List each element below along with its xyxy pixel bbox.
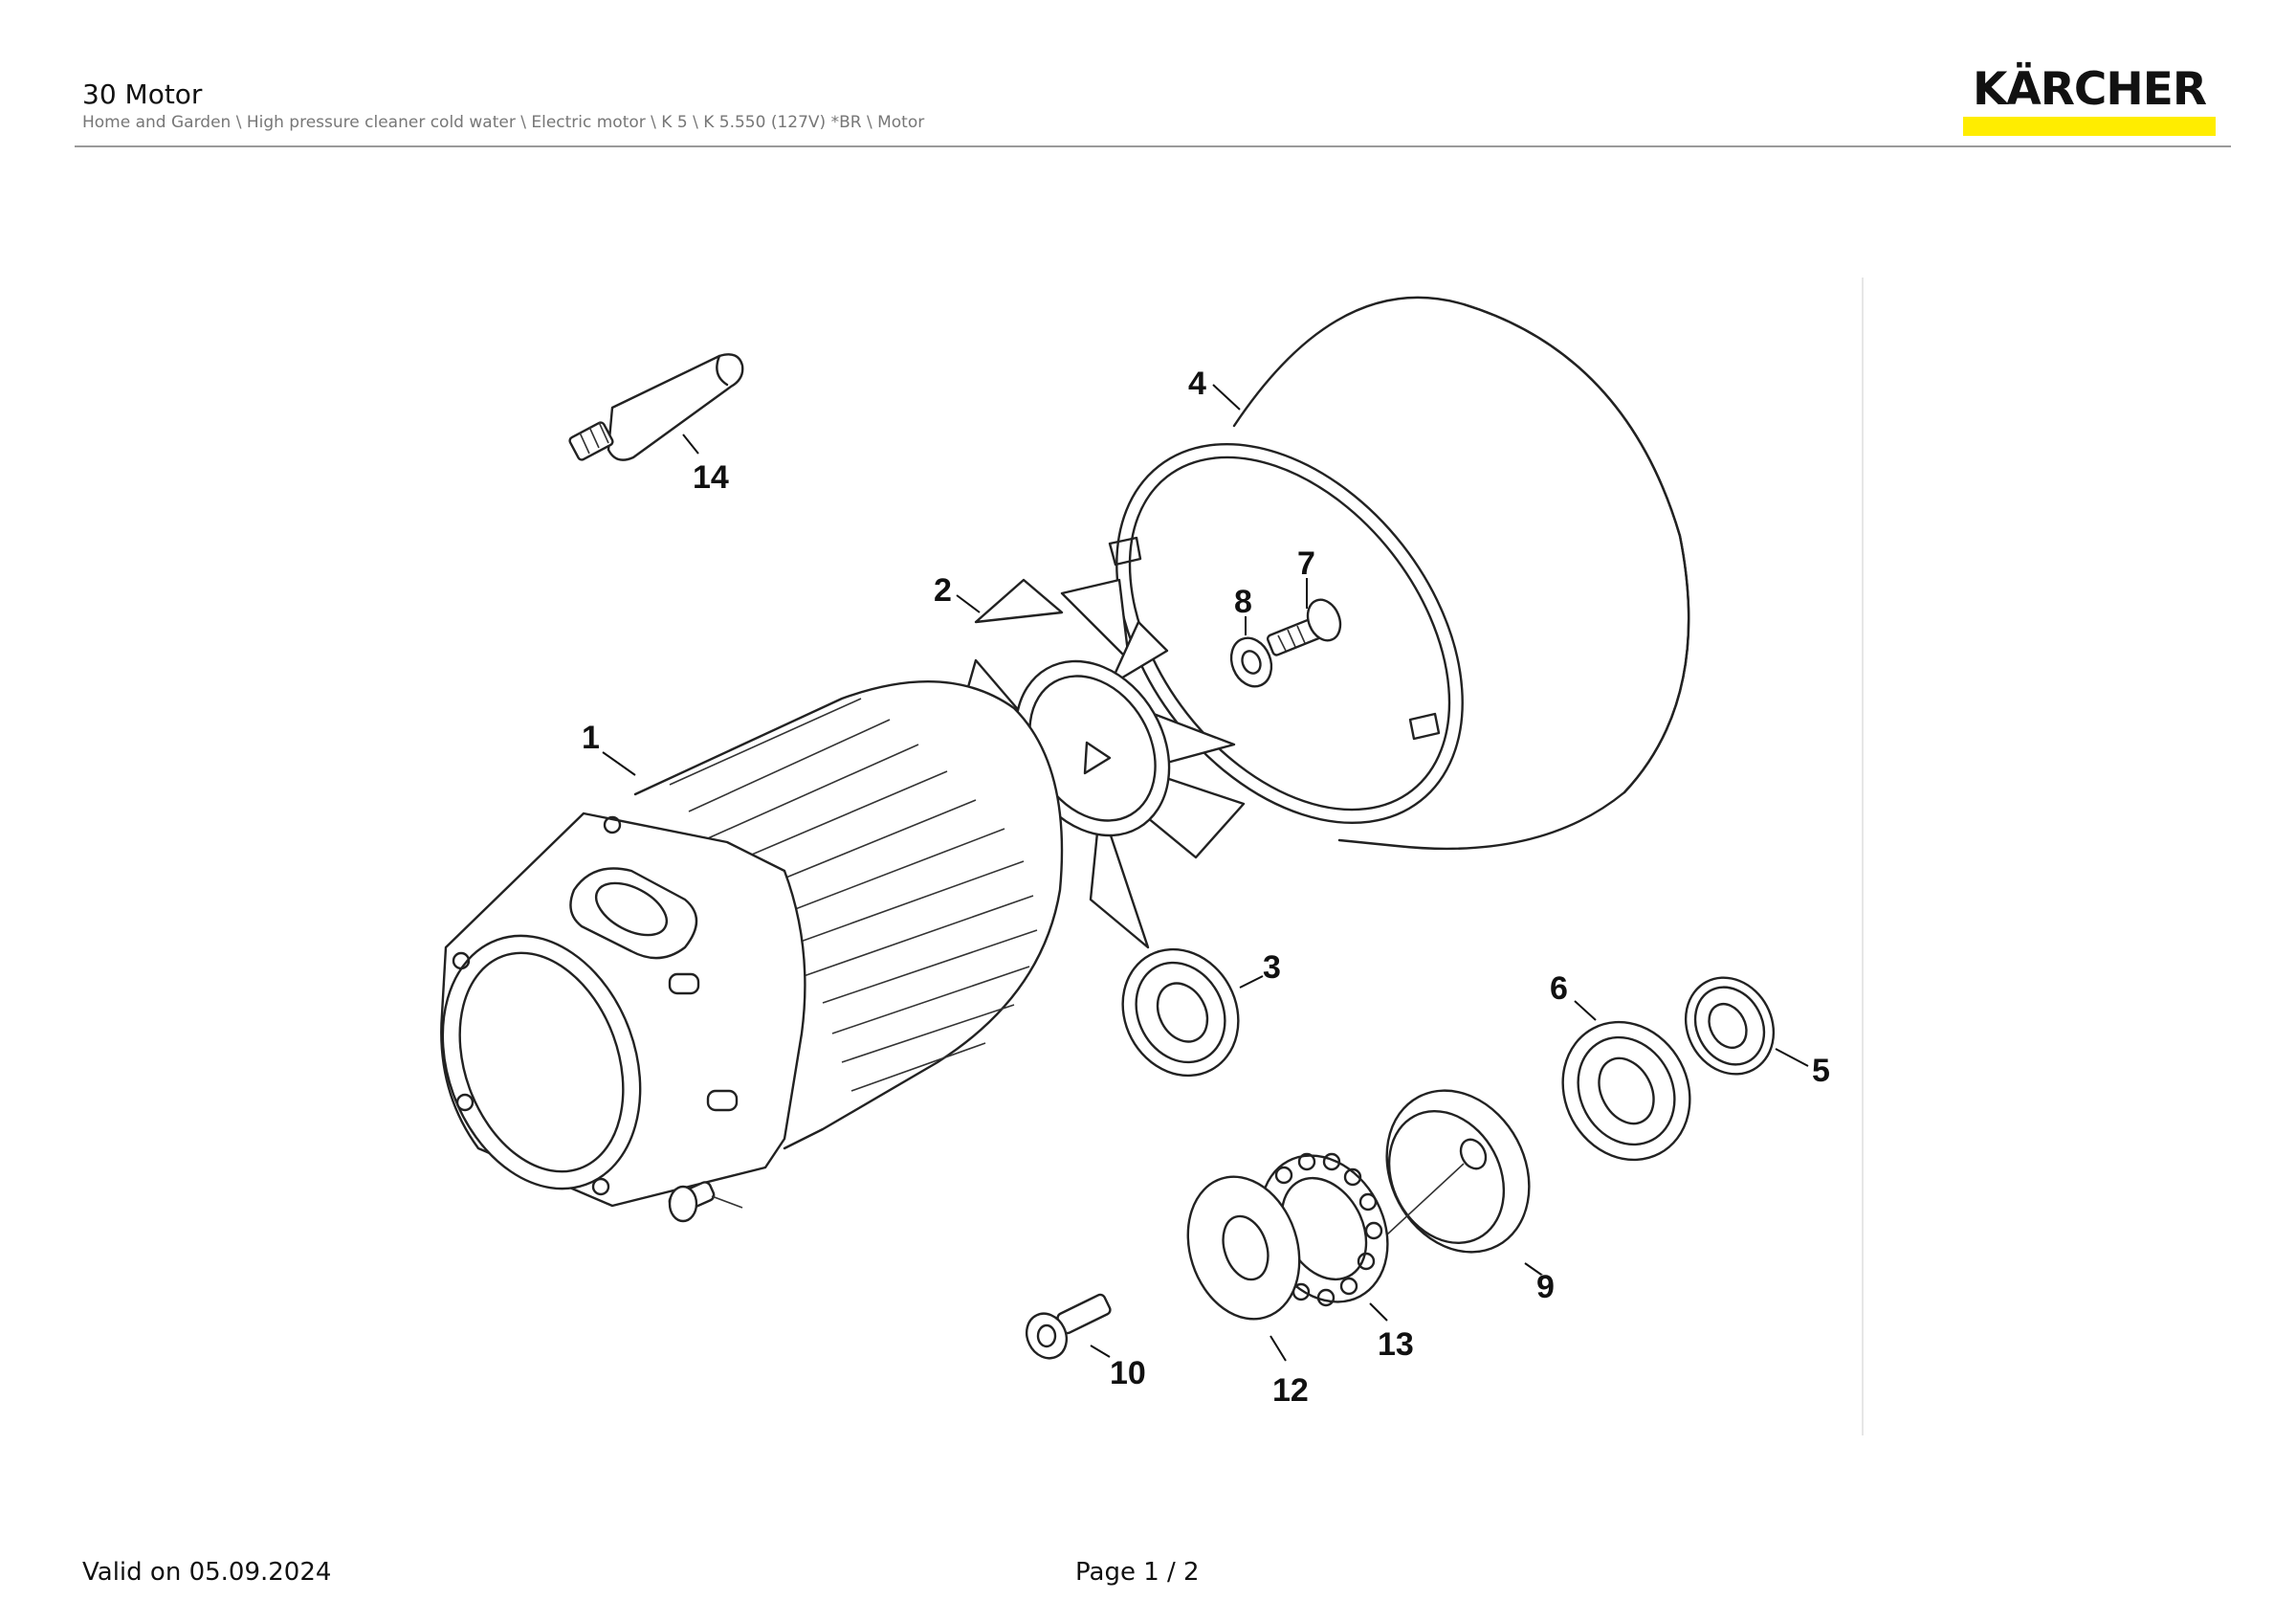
callout-13: 13 — [1378, 1326, 1414, 1363]
part-12-washer — [1186, 1175, 1301, 1362]
part-5-bearing-ring — [1684, 976, 1809, 1076]
page-title: 30 Motor — [82, 78, 203, 110]
page-number: Page 1 / 2 — [1075, 1558, 1200, 1587]
part-3-seal-ring — [1121, 947, 1264, 1078]
logo-yellow-bar — [1963, 117, 2216, 136]
callout-7: 7 — [1297, 545, 1315, 582]
part-14-grease-tube — [568, 353, 744, 461]
callout-9: 9 — [1536, 1269, 1555, 1305]
callout-12: 12 — [1272, 1372, 1309, 1409]
valid-date: Valid on 05.09.2024 — [82, 1558, 332, 1587]
callout-2: 2 — [934, 572, 952, 609]
callout-10: 10 — [1110, 1355, 1146, 1391]
callout-4: 4 — [1188, 366, 1206, 402]
callout-3: 3 — [1263, 949, 1281, 986]
header-divider — [75, 145, 2231, 147]
part-10-screw — [1025, 1293, 1112, 1360]
karcher-logo: KÄRCHER — [1963, 63, 2216, 136]
logo-wordmark: KÄRCHER — [1972, 63, 2207, 116]
callout-6: 6 — [1550, 970, 1568, 1007]
breadcrumb: Home and Garden \ High pressure cleaner … — [82, 113, 925, 132]
callout-1: 1 — [582, 720, 600, 756]
part-6-seal-ring — [1561, 1000, 1691, 1162]
part-9-bearing-cup — [1385, 1089, 1545, 1278]
callout-5: 5 — [1812, 1053, 1830, 1089]
callout-8: 8 — [1234, 584, 1252, 620]
callout-14: 14 — [693, 459, 729, 496]
part-1-motor-housing — [440, 680, 1064, 1223]
part-8-washer — [1229, 616, 1273, 688]
part-7-screw — [1266, 578, 1342, 656]
